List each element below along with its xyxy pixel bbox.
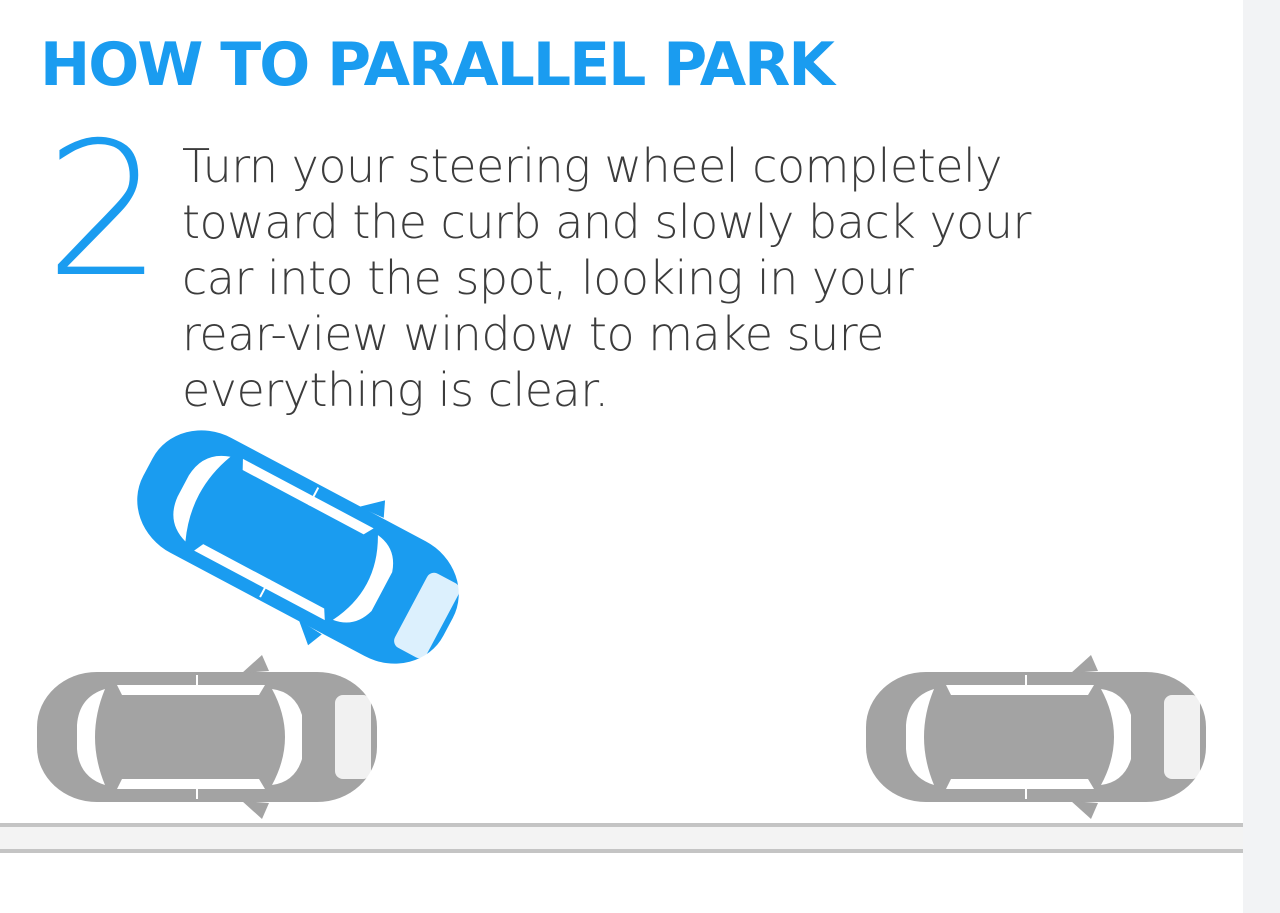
instruction-line-1: Turn your steering wheel completely — [182, 139, 1003, 193]
instruction-line-2: toward the curb and slowly back your — [182, 195, 1031, 249]
step-instructions: Turn your steering wheel completely towa… — [182, 138, 1182, 418]
instruction-line-5: everything is clear. — [182, 363, 609, 417]
page-margin — [1243, 0, 1280, 913]
instruction-line-4: rear-view window to make sure — [182, 307, 884, 361]
parked-car-right-icon — [865, 654, 1207, 820]
curb — [0, 823, 1243, 853]
moving-car-icon — [108, 393, 488, 701]
instruction-line-3: car into the spot, looking in your — [182, 251, 914, 305]
page-title: HOW TO PARALLEL PARK — [40, 30, 835, 100]
parked-car-left-icon — [36, 654, 378, 820]
step-number: 2 — [45, 102, 163, 318]
